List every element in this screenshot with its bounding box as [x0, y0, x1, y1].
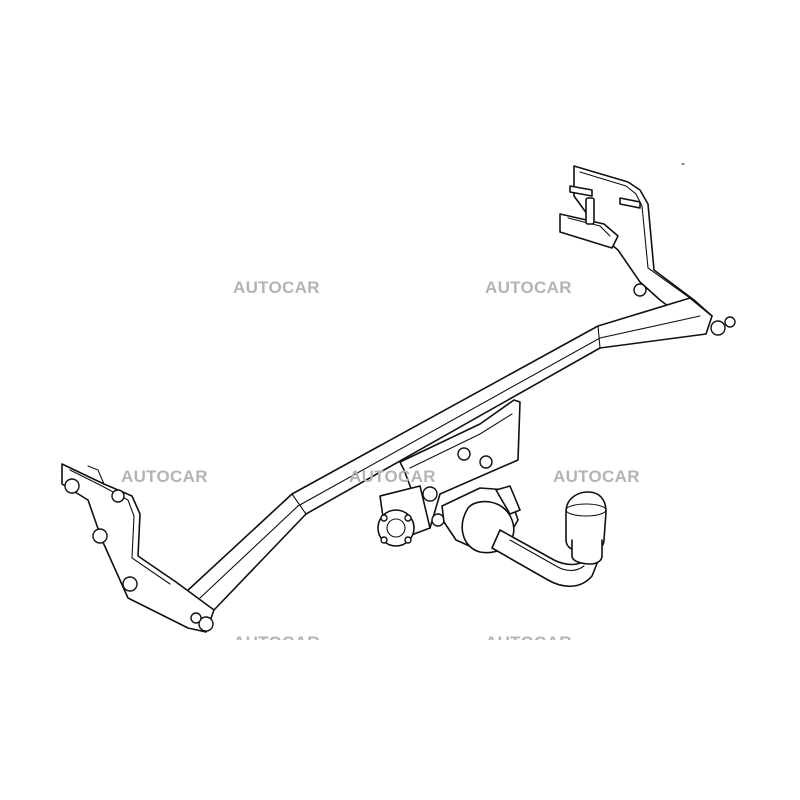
watermark-text-cropped: AUTOCAR	[233, 633, 320, 640]
right-mounting-bracket	[559, 165, 736, 336]
watermark-text: AUTOCAR	[485, 278, 572, 297]
watermark-text: AUTOCAR	[121, 467, 208, 486]
main-cross-beam	[185, 297, 713, 611]
watermark-text-cropped: AUTOCAR	[485, 633, 572, 640]
watermark-text: AUTOCAR	[233, 278, 320, 297]
detachable-tow-arm	[441, 485, 601, 588]
watermark-text: AUTOCAR	[349, 467, 436, 486]
electrical-socket-flange	[377, 509, 415, 547]
left-mounting-bracket	[61, 463, 215, 633]
tow-ball	[565, 491, 607, 565]
watermark-text: AUTOCAR	[553, 467, 640, 486]
